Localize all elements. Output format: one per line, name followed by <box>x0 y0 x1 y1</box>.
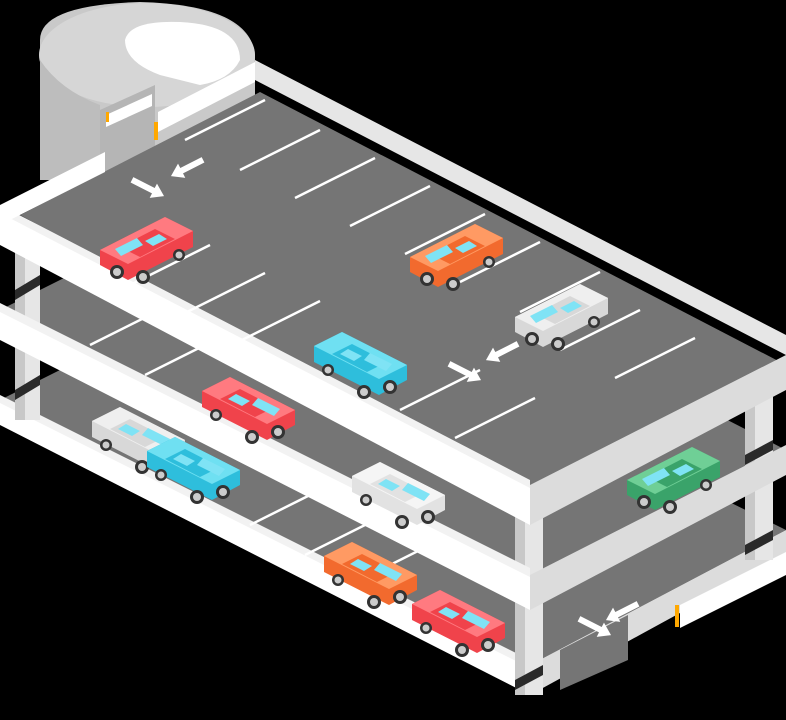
car-green-mid <box>627 447 720 514</box>
direction-arrows <box>130 157 640 637</box>
cars <box>92 217 720 657</box>
car-orange-low <box>324 542 417 609</box>
car-orange-top <box>410 224 503 291</box>
car-cyan-mid <box>147 437 240 504</box>
arrow-up-left-icon <box>170 157 205 178</box>
car-silver-top <box>515 284 608 351</box>
car-silver-cyan-mid <box>352 462 445 529</box>
arrow-down-right-icon <box>130 177 165 198</box>
car-red-mid <box>202 377 295 444</box>
car-red-top <box>100 217 193 284</box>
arrow-down-right-icon <box>447 361 482 382</box>
arrow-up-left-icon <box>485 341 520 362</box>
parking-lines-top <box>129 98 696 440</box>
ramp-tower <box>39 2 255 180</box>
arrow-down-right-icon <box>577 616 612 637</box>
car-red-low <box>412 590 505 657</box>
arrow-up-left-icon <box>605 601 640 622</box>
car-cyan-top <box>314 332 407 399</box>
